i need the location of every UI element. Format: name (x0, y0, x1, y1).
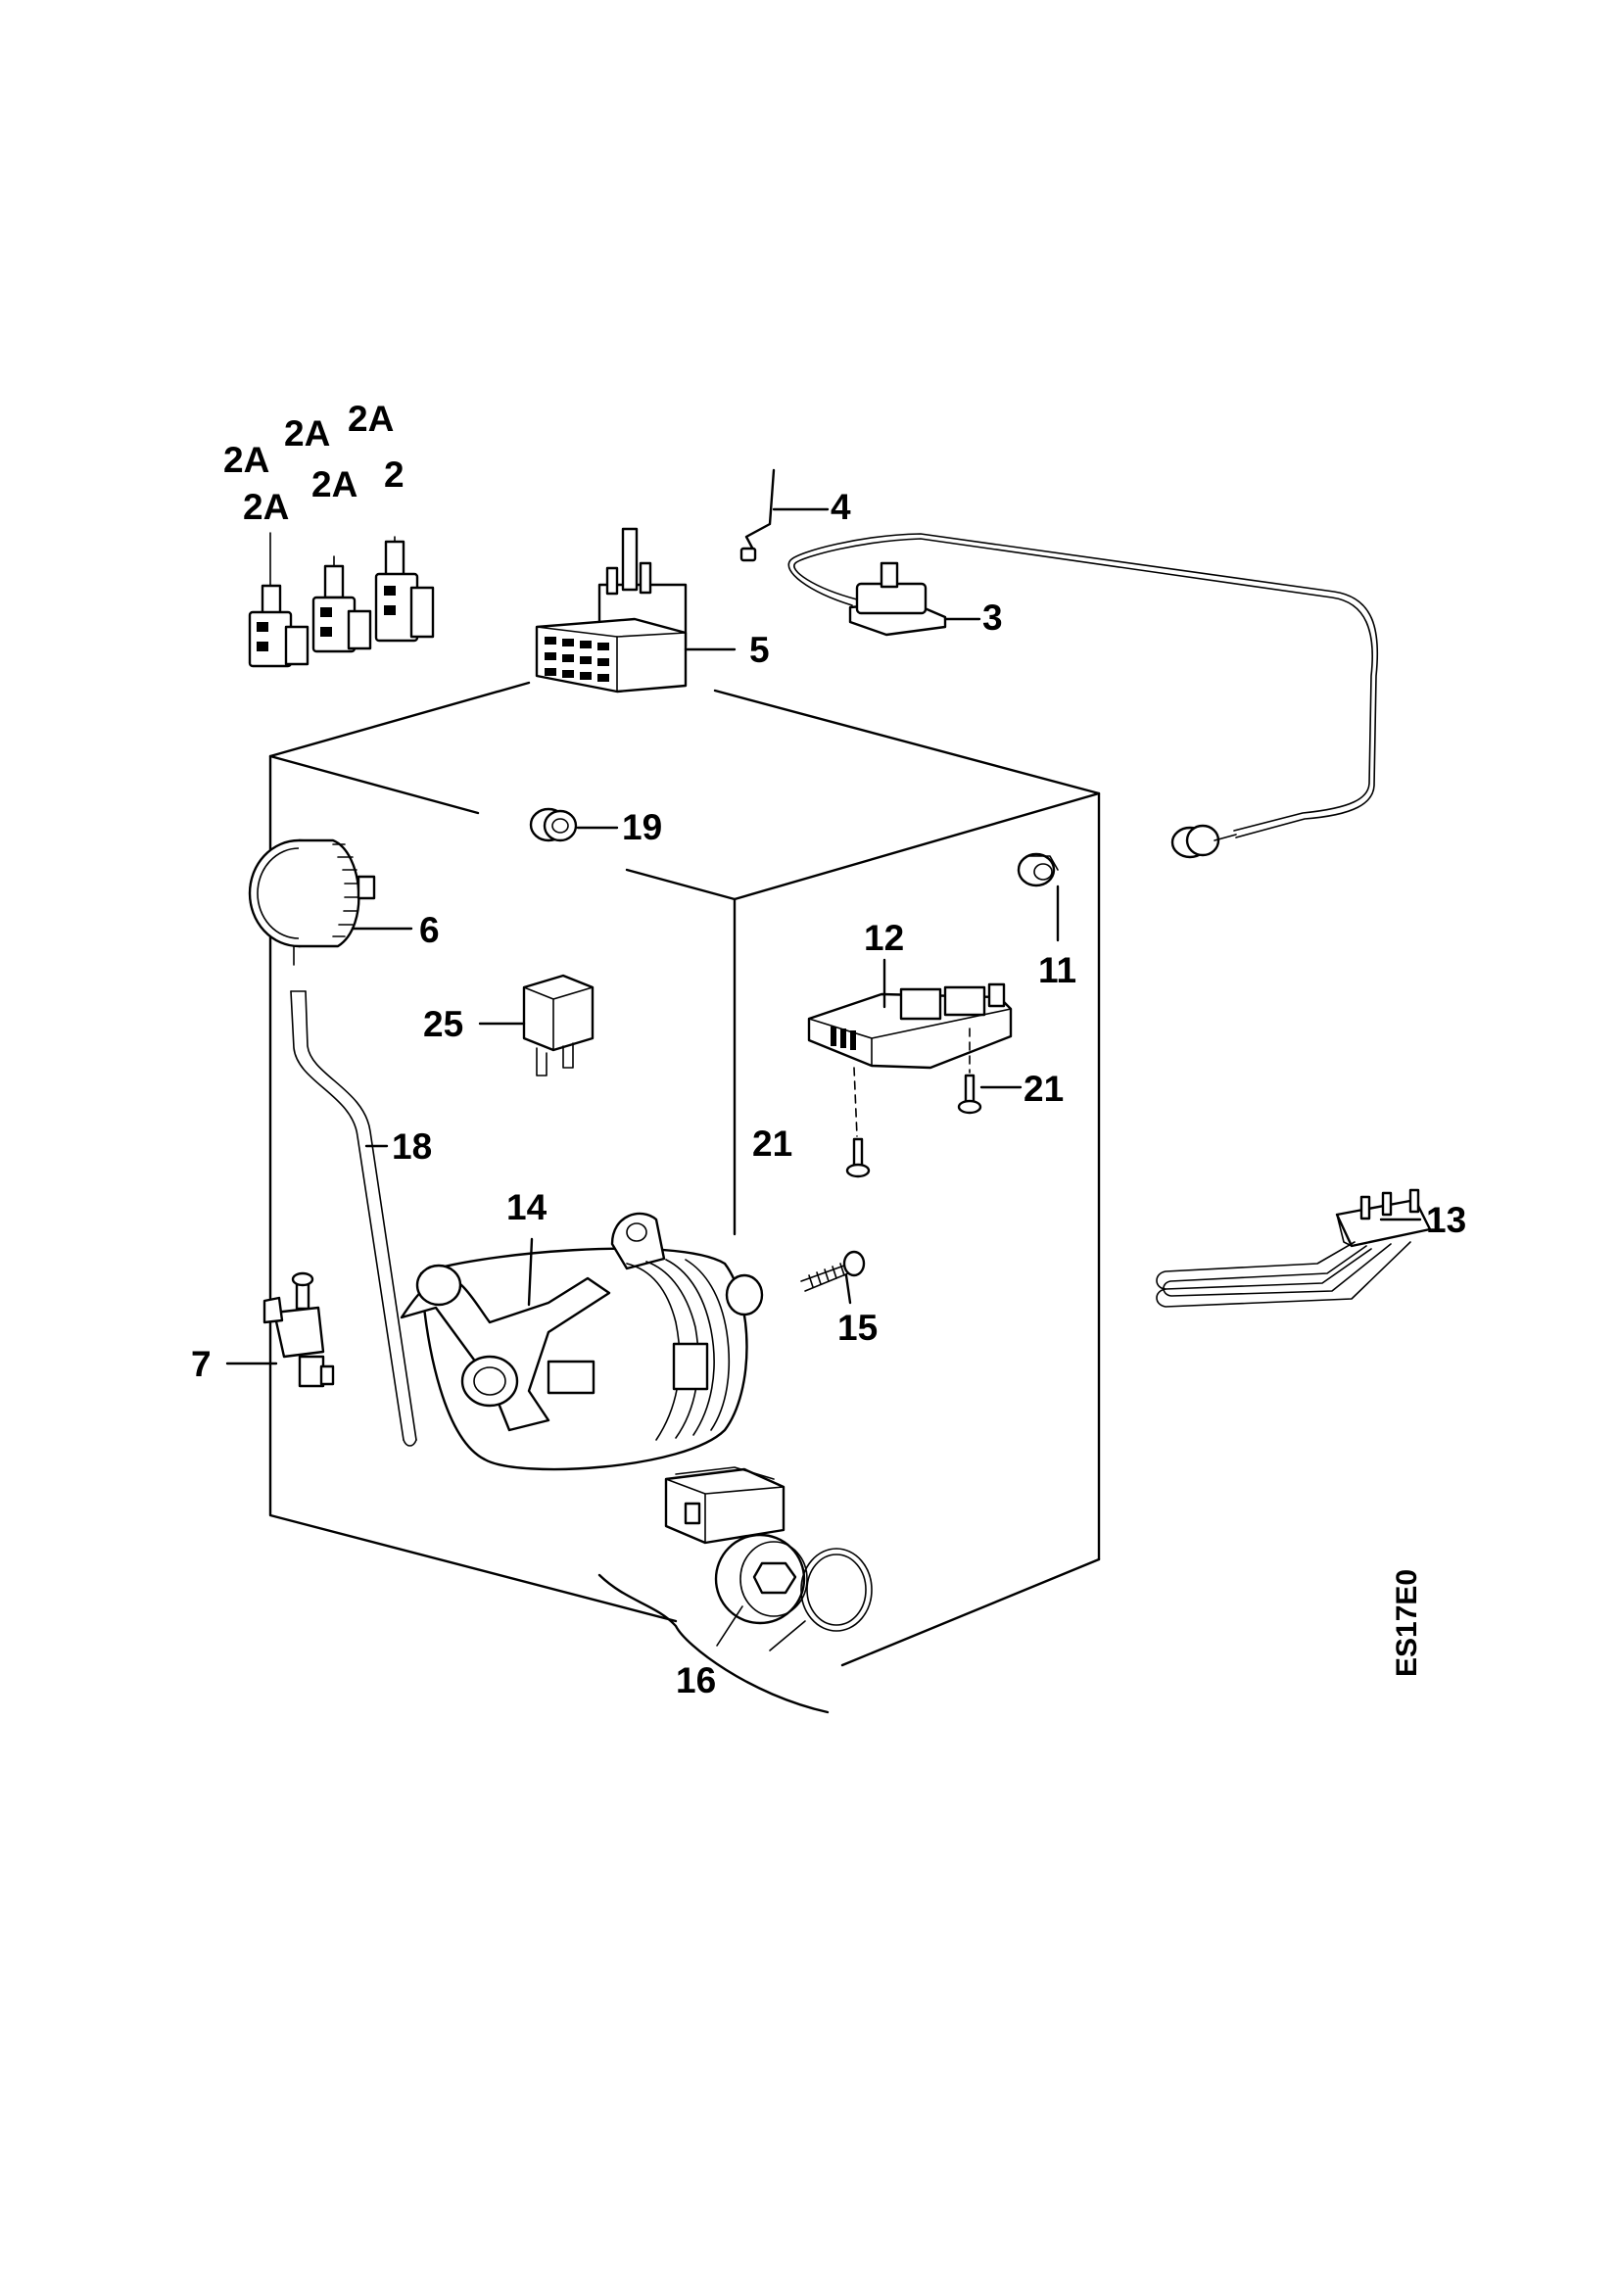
label-13: 13 (1426, 1200, 1466, 1240)
wire-cable (739, 468, 830, 562)
drawing-code: ES17E0 (1391, 1569, 1423, 1677)
label-14: 14 (506, 1187, 548, 1227)
label-21: 21 (752, 1124, 792, 1164)
program-switch-assembly (248, 532, 435, 668)
label-2a: 2A (284, 413, 330, 454)
door-bushing (1017, 852, 1060, 942)
label-19: 19 (622, 807, 662, 847)
label-2a: 2A (348, 399, 394, 439)
label-18: 18 (392, 1126, 432, 1167)
drain-pump (597, 1466, 873, 1714)
heating-element (1156, 1188, 1432, 1308)
label-3: 3 (982, 598, 1003, 638)
label-16: 16 (676, 1660, 716, 1700)
screw-15 (800, 1250, 866, 1305)
grommet (529, 807, 619, 842)
label-7: 7 (191, 1344, 212, 1384)
thermostat-capillary (787, 533, 1379, 859)
relay-component (478, 974, 595, 1076)
timer-programmer (535, 527, 737, 694)
label-2a: 2A (311, 464, 357, 504)
label-25: 25 (423, 1004, 463, 1044)
label-2a: 2A (223, 440, 269, 480)
water-inlet-valve (225, 1271, 335, 1388)
label-4: 4 (831, 487, 851, 527)
door-interlock (807, 958, 1013, 1070)
label-2a: 2A (243, 487, 289, 527)
label-6: 6 (419, 910, 440, 950)
callout-labels: 2A 2A 2A 2A 2A 2 4 3 5 19 6 12 11 25 21 … (191, 399, 1466, 1700)
pressure-hose (290, 990, 417, 1447)
drive-motor (400, 1212, 764, 1471)
screws-21 (845, 1028, 1023, 1178)
label-21: 21 (1024, 1069, 1064, 1109)
pressure-switch (248, 838, 413, 966)
label-5: 5 (749, 630, 770, 670)
label-11: 11 (1038, 950, 1076, 990)
label-12: 12 (864, 918, 904, 958)
label-2: 2 (384, 454, 405, 495)
label-15: 15 (837, 1308, 878, 1348)
cabinet-outline (268, 681, 1101, 1667)
